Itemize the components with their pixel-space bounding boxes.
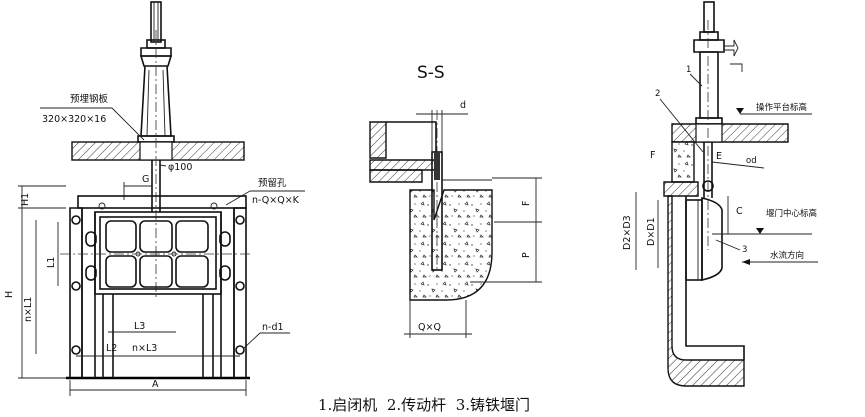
front-view: 预埋钢板 320×320×16 φ100 G 预留孔 n-Q×Q×K — [4, 1, 305, 396]
embedded-plate-callout: 预埋钢板 320×320×16 — [40, 93, 145, 141]
dim-l1: L1 — [46, 257, 57, 268]
callout-1: 1 — [686, 65, 691, 75]
concrete-channel — [409, 189, 493, 301]
callout-3: 3 — [742, 245, 747, 255]
callout-2: 2 — [655, 89, 660, 99]
dim-n-d1: n-d1 — [262, 322, 284, 333]
hoist-machine-side — [693, 1, 743, 125]
dim-l2: L2 — [106, 343, 117, 354]
section-view: S-S d F P Q×Q — [369, 63, 542, 338]
reserved-hole-label: 预留孔 — [258, 177, 287, 189]
gate-center-elevation: 堰门中心标高 — [766, 208, 817, 219]
dim-n-l1: n×L1 — [23, 297, 34, 322]
gate-frame-front — [66, 195, 250, 380]
dim-od: od — [746, 156, 757, 166]
dim-d-d1: D×D1 — [646, 217, 657, 246]
embedded-plate-size: 320×320×16 — [42, 114, 106, 125]
dim-d: d — [460, 100, 466, 111]
platform-elevation: 操作平台标高 — [756, 102, 807, 113]
dim-h: H — [4, 291, 15, 298]
flow-direction: 水流方向 — [770, 250, 804, 261]
dim-e: E — [716, 151, 722, 162]
dim-q-q: Q×Q — [418, 322, 441, 333]
side-view: 1 2 操作平台标高 F E od C 堰门中心标高 D2×D3 D×D1 3 … — [622, 1, 818, 387]
dim-f-section: F — [521, 201, 532, 206]
dim-h1: H1 — [20, 193, 31, 206]
section-title: S-S — [417, 63, 445, 83]
dim-l3: L3 — [134, 321, 145, 332]
legend-text: 1.启闭机 2.传动杆 3.铸铁堰门 — [318, 396, 530, 414]
dim-n-l3: n×L3 — [132, 343, 157, 354]
side-wall — [667, 195, 745, 387]
reserved-hole-spec: n-Q×Q×K — [252, 195, 300, 206]
dim-f-side: F — [650, 150, 655, 161]
dim-c: C — [736, 206, 743, 217]
dim-a: A — [152, 379, 159, 390]
dim-d2-d3: D2×D3 — [622, 215, 633, 250]
dim-g: G — [142, 174, 149, 185]
embedded-plate-label: 预埋钢板 — [70, 93, 109, 105]
diameter-label: φ100 — [168, 162, 192, 173]
dim-p: P — [521, 252, 532, 258]
cast-iron-gate-side — [701, 197, 723, 281]
